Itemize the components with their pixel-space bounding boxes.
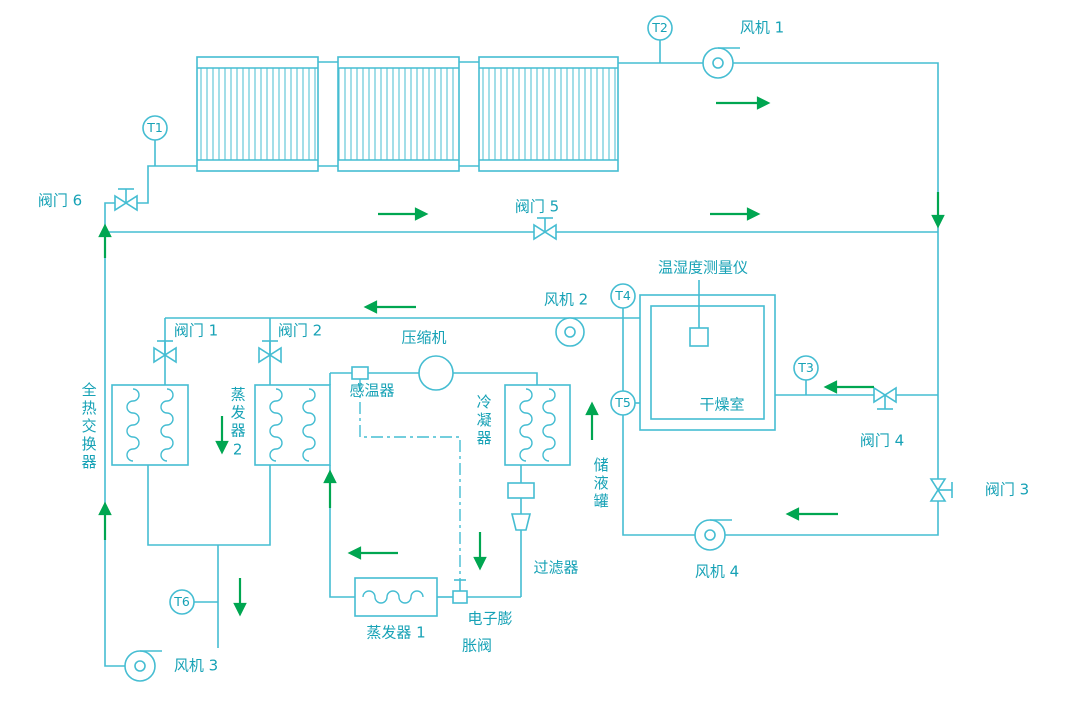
fan1-symbol	[702, 47, 740, 79]
temp-bulb-symbol	[351, 366, 369, 380]
sensor-t4-circle	[610, 283, 636, 309]
condenser-coil	[542, 388, 556, 462]
valves	[114, 188, 953, 502]
coils	[126, 388, 556, 604]
evaporator1-box	[354, 577, 438, 617]
flow-arrow-left	[785, 507, 838, 521]
flow-arrow-left	[363, 300, 416, 314]
heat-exchanger-box	[111, 384, 189, 466]
drying-room-outer	[639, 294, 776, 431]
flow-arrow-up	[585, 401, 599, 440]
flow-arrow-up	[98, 501, 112, 540]
fan3-symbol	[124, 650, 162, 682]
valve3-symbol	[929, 478, 953, 502]
evaporator2-coil	[302, 388, 316, 462]
valve4-symbol	[873, 386, 897, 410]
evaporator2-coil	[269, 388, 283, 462]
flow-arrows	[98, 96, 945, 617]
flow-arrow-right	[716, 96, 771, 110]
filter-symbol	[510, 513, 532, 531]
heat-exchanger-coil	[126, 388, 140, 462]
valve6-symbol	[114, 188, 138, 212]
evaporator1-coil	[362, 590, 424, 604]
flow-arrow-left	[823, 380, 874, 394]
flow-arrow-down	[215, 416, 229, 455]
sensor-t2-circle	[647, 15, 673, 41]
expansion-valve-symbol	[452, 579, 468, 604]
flow-arrow-up	[98, 223, 112, 258]
machines	[124, 15, 819, 682]
sensor-t1-circle	[142, 115, 168, 141]
flow-arrow-right	[378, 207, 429, 221]
flow-arrow-down	[931, 192, 945, 229]
flow-arrow-up	[323, 469, 337, 508]
flow-arrow-left	[347, 546, 398, 560]
drying-room-inner	[650, 305, 765, 420]
condenser-coil	[519, 388, 533, 462]
fan4-symbol	[694, 519, 732, 551]
fan2-symbol	[555, 317, 585, 347]
valve1-symbol	[153, 340, 177, 364]
solar-collector	[196, 56, 619, 172]
receiver-symbol	[507, 482, 535, 499]
evaporator2-box	[254, 384, 331, 466]
piping	[104, 40, 939, 667]
valve2-symbol	[258, 340, 282, 364]
equipment-boxes	[111, 294, 776, 617]
sensor-t5-circle	[610, 390, 636, 416]
flow-arrow-down	[233, 578, 247, 617]
compressor-symbol	[418, 355, 454, 391]
heat-exchanger-coil	[160, 388, 174, 462]
flow-arrow-down	[473, 532, 487, 571]
hygrometer-symbol	[689, 280, 709, 347]
condenser-box	[504, 384, 571, 466]
capillary-line	[359, 379, 461, 580]
sensor-t3-circle	[793, 355, 819, 381]
valve5-symbol	[533, 217, 557, 241]
sensor-t6-circle	[169, 589, 195, 615]
flow-arrow-right	[710, 207, 761, 221]
